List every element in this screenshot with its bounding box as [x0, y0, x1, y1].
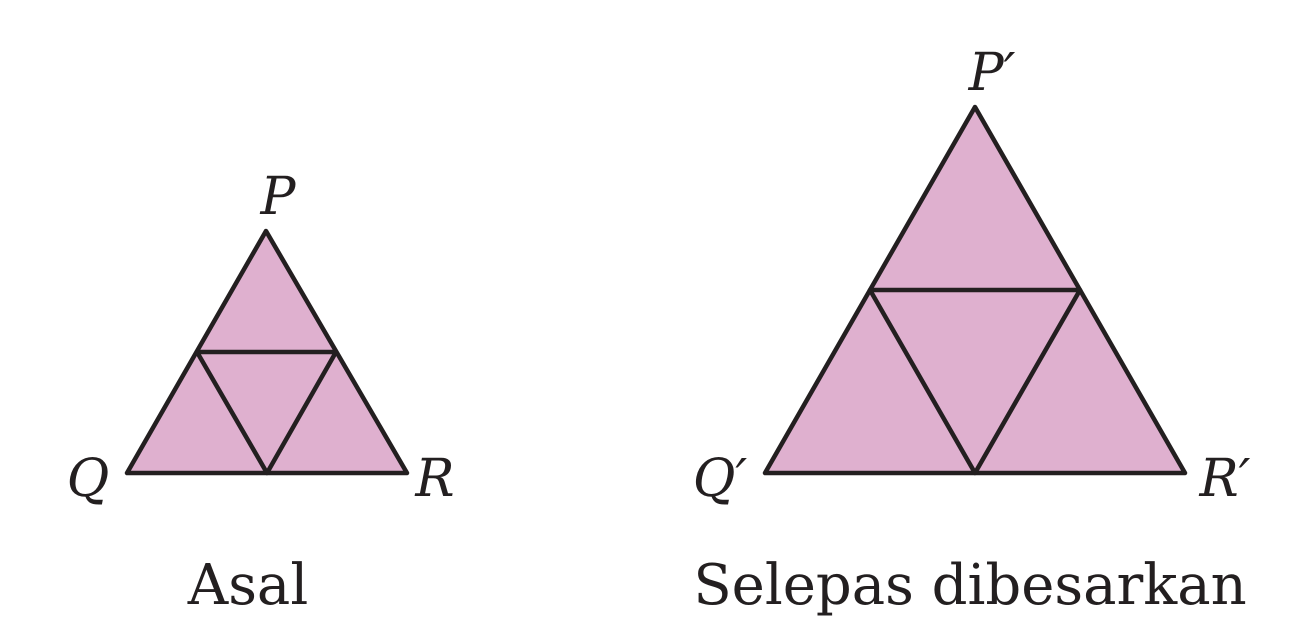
- vertex-label-q: Q: [67, 449, 110, 509]
- original-triangle-figure: P Q R Asal: [67, 167, 455, 618]
- vertex-label-r: R: [414, 449, 454, 509]
- caption-enlarged: Selepas dibesarkan: [693, 553, 1246, 618]
- enlarged-medial-triangle: [867, 287, 1083, 476]
- vertex-label-r-prime: R′: [1199, 449, 1251, 509]
- enlarged-triangle-figure: P′ Q′ R′ Selepas dibesarkan: [693, 43, 1251, 618]
- vertex-label-q-prime: Q′: [693, 449, 748, 509]
- caption-original: Asal: [187, 553, 308, 618]
- original-medial-triangle: [194, 349, 339, 476]
- vertex-label-p: P: [260, 167, 297, 227]
- vertex-label-p-prime: P′: [968, 43, 1016, 103]
